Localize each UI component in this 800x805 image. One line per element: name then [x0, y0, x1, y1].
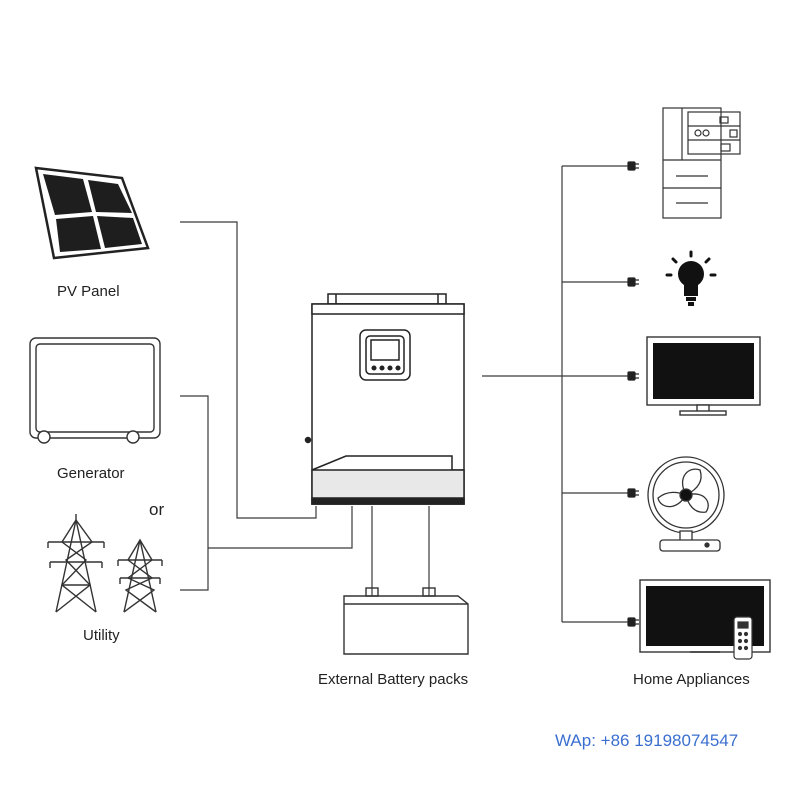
plug-icon	[627, 617, 639, 627]
generator-line	[180, 395, 209, 591]
pv-line	[180, 221, 317, 519]
plug-icons	[627, 161, 639, 627]
contact-number: WAp: +86 19198074547	[555, 731, 739, 750]
battery-label: External Battery packs	[318, 671, 469, 688]
utility-to-inverter-line	[208, 506, 353, 549]
connection-lines	[180, 165, 628, 623]
refrigerator-icon	[662, 107, 741, 219]
utility-label: Utility	[83, 627, 120, 644]
plug-icon	[627, 277, 639, 287]
plug-icon	[627, 161, 639, 171]
pv-panel-label: PV Panel	[57, 283, 120, 300]
light-bulb-icon	[665, 250, 717, 306]
generator-icon	[29, 337, 161, 444]
or-label: or	[149, 500, 165, 519]
remote-control-icon	[733, 616, 753, 660]
inverter-icon	[304, 293, 465, 505]
battery-icon	[343, 587, 469, 655]
fan-icon	[647, 456, 725, 552]
monitor-icon	[646, 336, 761, 416]
transmission-tower-icon	[47, 514, 163, 613]
home-appliances-label: Home Appliances	[633, 671, 750, 688]
plug-icon	[627, 488, 639, 498]
plug-icon	[627, 371, 639, 381]
solar-panel-icon	[34, 166, 150, 260]
generator-label: Generator	[57, 465, 125, 482]
